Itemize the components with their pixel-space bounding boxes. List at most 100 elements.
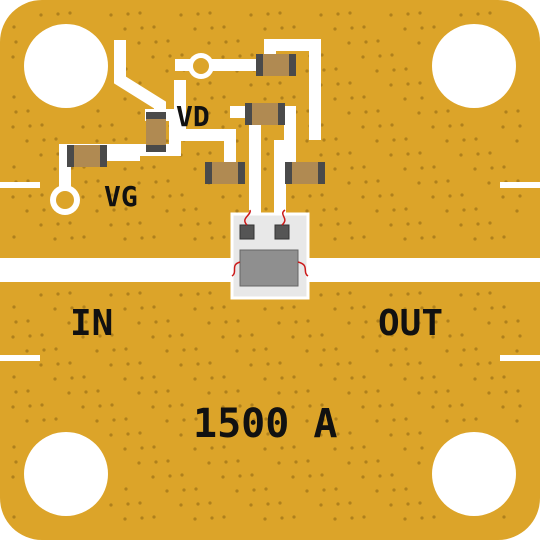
via	[26, 179, 30, 183]
via	[333, 167, 337, 171]
via	[417, 461, 421, 465]
via	[166, 319, 170, 323]
via	[154, 40, 158, 44]
via	[361, 335, 365, 339]
via	[182, 418, 186, 422]
via	[361, 55, 365, 59]
via	[418, 11, 422, 15]
via	[53, 237, 57, 241]
via	[376, 109, 380, 113]
via	[68, 11, 72, 15]
via	[432, 235, 436, 239]
via	[208, 361, 212, 365]
via	[28, 334, 32, 338]
via	[137, 41, 141, 45]
via	[168, 54, 172, 58]
via	[378, 194, 382, 198]
via	[235, 139, 239, 143]
via	[249, 83, 253, 87]
via	[432, 25, 436, 29]
via	[515, 419, 519, 423]
via	[336, 12, 340, 16]
via	[334, 67, 338, 71]
via	[263, 27, 267, 31]
cap-vg-vert-body	[146, 112, 166, 152]
via	[193, 237, 197, 241]
via	[403, 237, 407, 241]
via	[418, 361, 422, 365]
via	[362, 515, 366, 519]
via	[291, 475, 295, 479]
via	[320, 193, 324, 197]
via	[348, 151, 352, 155]
cap-vd-top-body	[256, 54, 296, 76]
via	[392, 488, 396, 492]
via	[263, 167, 267, 171]
via	[432, 375, 436, 379]
via	[207, 111, 211, 115]
via	[221, 195, 225, 199]
input-label: IN	[70, 303, 113, 344]
die-bond-pad-left	[239, 224, 255, 240]
via	[14, 390, 18, 394]
via	[378, 54, 382, 58]
via	[350, 166, 354, 170]
via	[154, 390, 158, 394]
via	[53, 377, 57, 381]
via	[376, 389, 380, 393]
via	[11, 405, 15, 409]
via	[350, 26, 354, 30]
via	[96, 109, 100, 113]
via	[406, 12, 410, 16]
via	[53, 307, 57, 311]
via	[280, 306, 284, 310]
cap-vd-mid-terminal	[278, 103, 285, 125]
via	[151, 475, 155, 479]
via	[236, 39, 240, 43]
via	[434, 320, 438, 324]
via	[417, 41, 421, 45]
via	[11, 195, 15, 199]
via	[124, 137, 128, 141]
via	[446, 389, 450, 393]
via	[417, 111, 421, 115]
via	[294, 390, 298, 394]
via	[95, 209, 99, 213]
via	[291, 195, 295, 199]
via	[460, 403, 464, 407]
via	[221, 55, 225, 59]
via	[364, 110, 368, 114]
via	[375, 209, 379, 213]
via	[196, 152, 200, 156]
via	[474, 417, 478, 421]
via	[26, 319, 30, 323]
via	[40, 123, 44, 127]
via	[448, 404, 452, 408]
via	[431, 405, 435, 409]
via	[14, 110, 18, 114]
test-pads	[50, 53, 214, 215]
via	[250, 333, 254, 337]
vg-test-pad-center	[56, 191, 74, 209]
via	[84, 390, 88, 394]
via	[224, 40, 228, 44]
via	[320, 53, 324, 57]
via	[277, 391, 281, 395]
via	[322, 488, 326, 492]
via	[193, 447, 197, 451]
via	[12, 515, 16, 519]
via	[417, 391, 421, 395]
via	[224, 390, 228, 394]
via	[42, 138, 46, 142]
mounting-holes	[24, 24, 516, 516]
via	[67, 321, 71, 325]
via	[126, 292, 130, 296]
via	[280, 96, 284, 100]
via	[266, 82, 270, 86]
via	[12, 165, 16, 169]
via	[389, 433, 393, 437]
via	[138, 361, 142, 365]
via	[208, 291, 212, 295]
cap-bias-right-terminal	[285, 162, 292, 184]
via	[208, 501, 212, 505]
